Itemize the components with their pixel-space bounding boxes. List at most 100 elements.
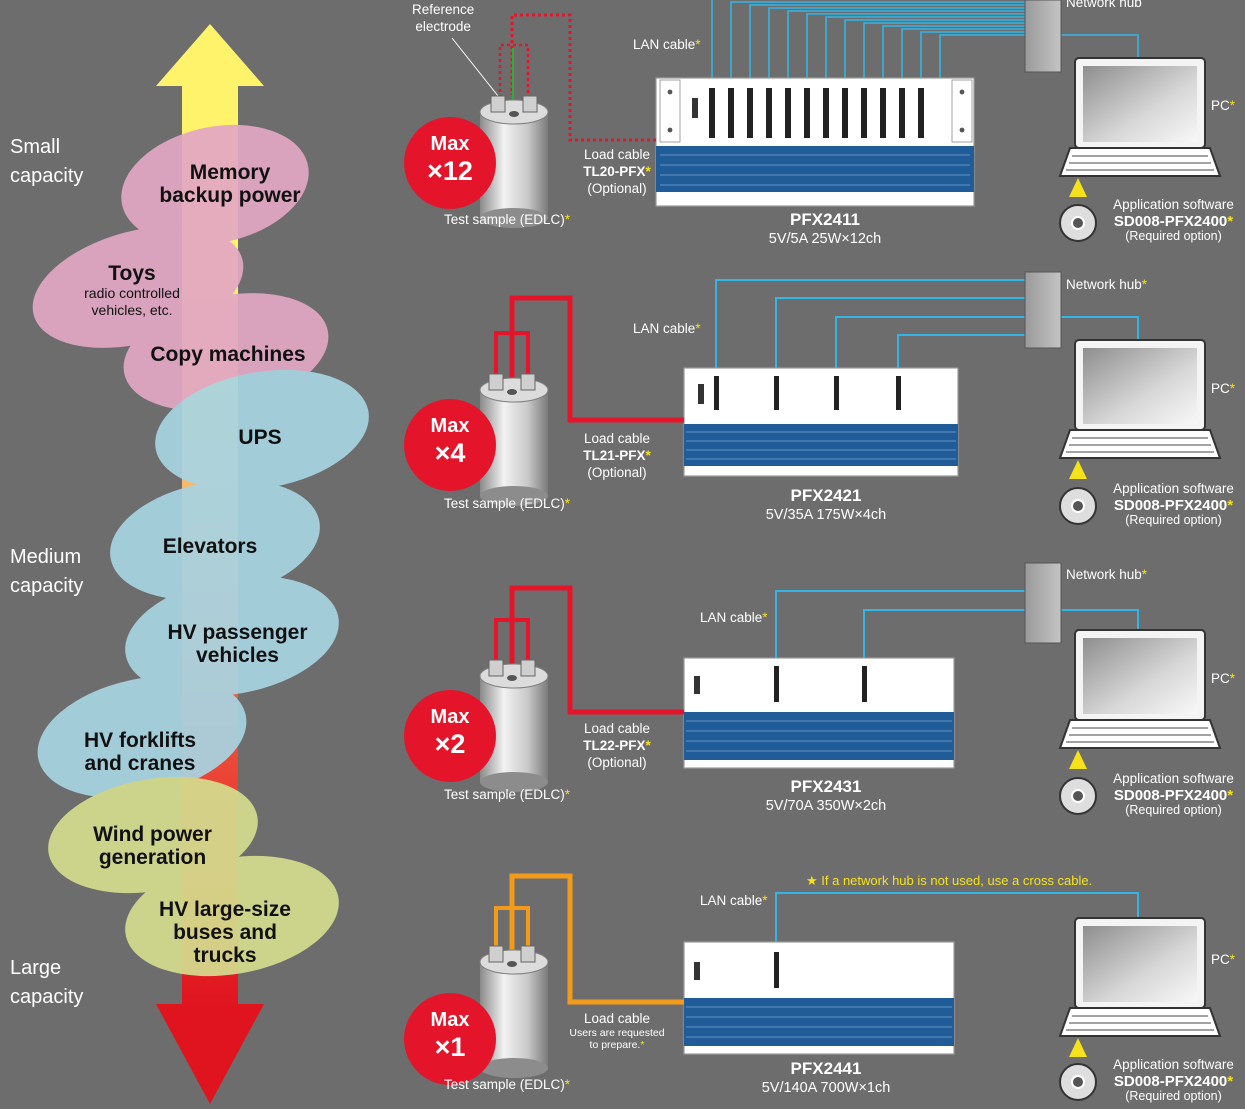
app-hv-passenger: HV passenger vehicles xyxy=(167,621,308,667)
test-sample-text: Test sample (EDLC) xyxy=(444,212,565,227)
app-elevators: Elevators xyxy=(162,535,258,558)
network-hub-1 xyxy=(1024,0,1062,73)
load-cable-model: TL20-PFX xyxy=(583,164,646,179)
load-cable-text: Load cable xyxy=(583,431,651,446)
max-count: ×4 xyxy=(434,438,466,468)
model-name: PFX2411 xyxy=(790,210,860,229)
software-name: SD008-PFX2400 xyxy=(1113,1073,1228,1090)
software-name: SD008-PFX2400 xyxy=(1113,497,1228,514)
software-name: SD008-PFX2400 xyxy=(1113,213,1228,230)
model-spec: 5V/70A 350W×2ch xyxy=(765,798,887,814)
required-option-text: (Required option) xyxy=(1125,229,1222,243)
pc-3 xyxy=(1058,629,1222,749)
software-text: Application software xyxy=(1113,481,1234,496)
asterisk: * xyxy=(1227,1073,1234,1090)
lan-cable-text: LAN cable xyxy=(633,37,696,52)
network-hub-text: Network hub xyxy=(1066,567,1142,582)
software-label-3: Application software SD008-PFX2400* (Req… xyxy=(1102,770,1245,816)
asterisk: * xyxy=(645,738,651,753)
asterisk: * xyxy=(762,610,768,625)
test-sample-text: Test sample (EDLC) xyxy=(444,1077,565,1092)
ellipse-hv-passenger xyxy=(125,575,339,697)
asterisk: * xyxy=(564,496,571,511)
load-cable-model: TL22-PFX xyxy=(583,738,646,753)
asterisk: * xyxy=(564,787,571,802)
application-ellipses xyxy=(32,124,369,977)
cross-cable-note: ★ If a network hub is not used, use a cr… xyxy=(806,873,1093,888)
asterisk: * xyxy=(695,321,701,336)
software-label-1: Application software SD008-PFX2400* (Req… xyxy=(1102,196,1245,242)
max-text: Max xyxy=(430,133,470,155)
test-sample-text: Test sample (EDLC) xyxy=(444,496,565,511)
lan-cable-label-4: LAN cable* xyxy=(700,892,768,909)
load-cable-label-2: Load cable TL21-PFX* (Optional) xyxy=(576,430,658,481)
ellipse-hv-forklifts xyxy=(37,676,247,798)
capacitor-4 xyxy=(479,945,549,1078)
load-cable-text: Load cable xyxy=(583,721,651,736)
pc-2 xyxy=(1058,339,1222,459)
max-count: ×1 xyxy=(434,1032,466,1062)
pc-text: PC xyxy=(1211,671,1230,686)
app-hv-forklifts: HV forklifts and cranes xyxy=(83,729,196,775)
software-text: Application software xyxy=(1113,197,1234,212)
asterisk: * xyxy=(1227,787,1234,804)
asterisk: * xyxy=(1229,98,1236,113)
app-toys-sub: radio controlled vehicles, etc. xyxy=(84,285,180,318)
load-cable-text: Load cable xyxy=(583,1011,651,1026)
required-option-text: (Required option) xyxy=(1125,513,1222,527)
asterisk: * xyxy=(640,1039,645,1051)
app-ups: UPS xyxy=(238,426,282,449)
asterisk: * xyxy=(645,164,651,179)
asterisk: * xyxy=(645,448,651,463)
pc-text: PC xyxy=(1211,952,1230,967)
app-toys-title: Toys xyxy=(108,262,156,285)
max-badge-3: Max×2 xyxy=(404,690,496,782)
lan-cable-label-3: LAN cable* xyxy=(700,609,768,626)
required-option-text: (Required option) xyxy=(1125,803,1222,817)
asterisk: * xyxy=(1229,671,1236,686)
load-cable-model: TL21-PFX xyxy=(583,448,646,463)
user-prepare-text: Users are requested to prepare. xyxy=(569,1027,665,1051)
pc-label-2: PC* xyxy=(1211,380,1235,397)
model-name: PFX2441 xyxy=(790,1059,862,1078)
software-label-4: Application software SD008-PFX2400* (Req… xyxy=(1102,1056,1245,1102)
pc-label-3: PC* xyxy=(1211,670,1235,687)
max-badge-4: Max×1 xyxy=(404,993,496,1085)
pc-4 xyxy=(1058,917,1222,1037)
ellipse-elevators xyxy=(110,479,320,601)
load-cable-label-1: Load cable TL20-PFX* (Optional) xyxy=(576,146,658,197)
app-toys: Toys radio controlled vehicles, etc. xyxy=(52,262,212,319)
asterisk: * xyxy=(1141,567,1148,582)
load-cable-label-3: Load cable TL22-PFX* (Optional) xyxy=(576,720,658,771)
lan-cable-text: LAN cable xyxy=(700,893,763,908)
software-text: Application software xyxy=(1113,771,1234,786)
capacity-medium-label: Medium capacity xyxy=(10,546,84,597)
max-text: Max xyxy=(430,706,470,728)
max-badge-1: Max×12 xyxy=(404,117,496,209)
network-hub-text: Network hub xyxy=(1066,277,1142,292)
software-name: SD008-PFX2400 xyxy=(1113,787,1228,804)
optional-text: (Optional) xyxy=(587,465,647,480)
test-sample-text: Test sample (EDLC) xyxy=(444,787,565,802)
pc-label-4: PC* xyxy=(1211,951,1235,968)
app-memory-backup: Memory backup power xyxy=(159,161,301,207)
test-sample-label-3: Test sample (EDLC)* xyxy=(444,786,570,803)
lan-cable-label-2: LAN cable* xyxy=(633,320,701,337)
model-spec: 5V/5A 25W×12ch xyxy=(768,231,882,247)
row-pfx2431-graphics xyxy=(479,562,1222,815)
max-count: ×2 xyxy=(434,729,466,759)
asterisk: * xyxy=(695,37,701,52)
asterisk: * xyxy=(1227,497,1234,514)
app-copy-machines: Copy machines xyxy=(150,343,306,366)
optional-text: (Optional) xyxy=(587,181,647,196)
optional-text: (Optional) xyxy=(587,755,647,770)
network-hub-3 xyxy=(1024,562,1062,644)
app-hv-large: HV large-size buses and trucks xyxy=(159,898,291,967)
network-hub-label-1: Network hub xyxy=(1066,0,1142,10)
software-text: Application software xyxy=(1113,1057,1234,1072)
lan-cable-text: LAN cable xyxy=(633,321,696,336)
